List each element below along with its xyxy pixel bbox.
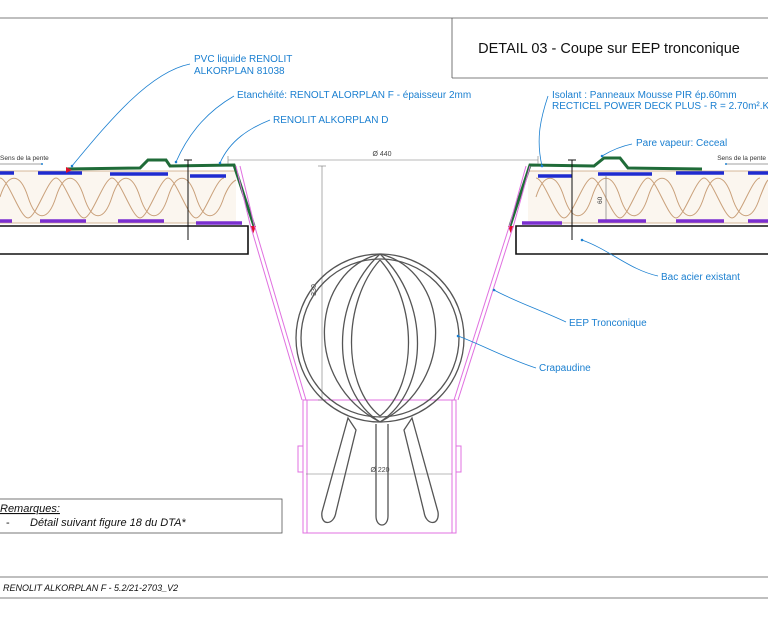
- callout-eep: EEP Tronconique: [569, 318, 647, 329]
- roof-left: [0, 158, 256, 255]
- callout-pvc-line1: PVC liquide RENOLIT: [194, 54, 292, 65]
- callout-leaders: [70, 63, 659, 369]
- eep-cone-right: [457, 165, 531, 401]
- eep-cone-left: [235, 165, 303, 401]
- roof-right: [508, 156, 768, 255]
- dimension-lines: [227, 156, 539, 475]
- remarks-item: Détail suivant figure 18 du DTA*: [30, 517, 186, 529]
- callout-renolit-d: RENOLIT ALKORPLAN D: [273, 115, 388, 126]
- callout-pvc-line2: ALKORPLAN 81038: [194, 66, 285, 77]
- callout-pare-vapeur: Pare vapeur: Ceceal: [636, 138, 727, 149]
- dimension-insulation: 60: [597, 196, 604, 204]
- callout-isolant-line1: Isolant : Panneaux Mousse PIR ép.60mm: [552, 90, 737, 101]
- steel-deck-left: [0, 225, 249, 255]
- callout-bac-acier: Bac acier existant: [661, 272, 740, 283]
- membrane-right: [508, 156, 703, 227]
- insulation-pattern-right: [535, 177, 768, 217]
- slope-label-left: Sens de la pente: [0, 155, 49, 162]
- callout-isolant-line2: RECTICEL POWER DECK PLUS - R = 2.70m².K/…: [552, 101, 768, 112]
- detail-title: DETAIL 03 - Coupe sur EEP tronconique: [478, 41, 740, 57]
- callout-crapaudine: Crapaudine: [539, 363, 591, 374]
- remarks-box: Remarques: - Détail suivant figure 18 du…: [0, 498, 283, 534]
- dimension-top: Ø 440: [372, 151, 391, 158]
- eep-drain: [235, 165, 531, 534]
- steel-deck-right: [515, 225, 768, 255]
- callout-etancheite: Etanchéité: RENOLT ALORPLAN F - épaisseu…: [237, 90, 471, 101]
- footer-reference: RENOLIT ALKORPLAN F - 5.2/21-2703_V2: [3, 583, 178, 593]
- remarks-bullet: -: [6, 517, 10, 529]
- insulation-pattern-left: [0, 177, 237, 217]
- remarks-heading: Remarques:: [0, 503, 60, 515]
- slope-label-right: Sens de la pente: [717, 155, 766, 162]
- dimension-height: 330: [311, 284, 318, 296]
- sheet-frame: [0, 17, 768, 599]
- crapaudine-grate: [295, 253, 465, 526]
- dimension-bottom: Ø 220: [370, 467, 389, 474]
- membrane-left: [65, 158, 256, 227]
